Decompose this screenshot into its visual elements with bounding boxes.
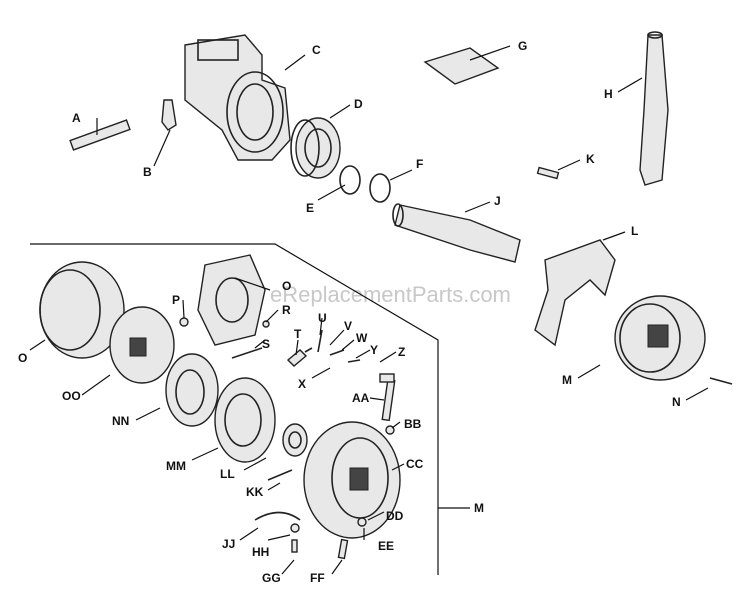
label-cc: CC — [406, 457, 424, 471]
part-j-shaft — [392, 203, 521, 263]
label-s: S — [262, 337, 270, 351]
label-hh: HH — [252, 545, 269, 559]
label-kk: KK — [246, 485, 264, 499]
label-oo: OO — [62, 389, 81, 403]
label-h: H — [604, 87, 613, 101]
label-f: F — [416, 157, 423, 171]
label-t: T — [294, 327, 302, 341]
label-z: Z — [398, 345, 405, 359]
label-ff: FF — [310, 571, 325, 585]
watermark: eReplacementParts.com — [270, 282, 511, 307]
part-m-drum — [614, 295, 706, 381]
label-aa: AA — [352, 391, 370, 405]
label-v: V — [344, 319, 352, 333]
label-g: G — [518, 39, 527, 53]
label-d: D — [354, 97, 363, 111]
part-p-nut — [179, 317, 189, 327]
part-h-handle — [639, 31, 669, 186]
assembly-bracket — [30, 243, 470, 575]
part-d-bearing — [290, 117, 341, 179]
part-labels: A B C D E F G H J K L M N O OO P O R S T… — [18, 39, 681, 585]
label-dd: DD — [386, 509, 404, 523]
label-c: C — [312, 43, 321, 57]
label-mm: MM — [166, 459, 186, 473]
part-a-pin — [69, 119, 131, 151]
part-o-band — [39, 261, 125, 359]
part-nn-shoe — [165, 353, 219, 427]
label-gg: GG — [262, 571, 281, 585]
label-ee: EE — [378, 539, 394, 553]
label-m-group: M — [474, 501, 484, 515]
part-e-snap-ring — [339, 165, 361, 195]
part-oo-plate — [109, 306, 175, 384]
part-mm-disc — [214, 377, 276, 463]
label-u: U — [318, 311, 327, 325]
label-e: E — [306, 201, 314, 215]
part-ll-bearing — [282, 423, 308, 457]
part-f-snap-ring — [369, 173, 391, 203]
leader-lines — [29, 45, 709, 575]
label-m-top: M — [562, 373, 572, 387]
label-a: A — [72, 111, 81, 125]
label-o-right: O — [282, 279, 291, 293]
label-r: R — [282, 303, 291, 317]
part-l-yoke — [534, 239, 616, 347]
label-k: K — [586, 152, 595, 166]
label-ll: LL — [220, 467, 235, 481]
label-jj: JJ — [222, 537, 235, 551]
part-cc-hub — [303, 421, 401, 539]
label-nn: NN — [112, 414, 129, 428]
label-x: X — [298, 377, 306, 391]
label-bb: BB — [404, 417, 422, 431]
part-o-cover — [197, 254, 266, 346]
label-n: N — [672, 395, 681, 409]
part-aa-bolt — [379, 373, 396, 422]
part-n-pin — [709, 377, 733, 385]
label-w: W — [356, 331, 368, 345]
label-j: J — [494, 194, 501, 208]
label-p: P — [172, 293, 180, 307]
part-small-hardware — [231, 320, 395, 560]
part-b-key — [161, 99, 177, 131]
label-l: L — [631, 224, 638, 238]
label-y: Y — [370, 343, 378, 357]
label-o-left: O — [18, 351, 27, 365]
part-k-key — [536, 166, 560, 180]
label-b: B — [143, 165, 152, 179]
part-c-housing — [184, 34, 291, 161]
